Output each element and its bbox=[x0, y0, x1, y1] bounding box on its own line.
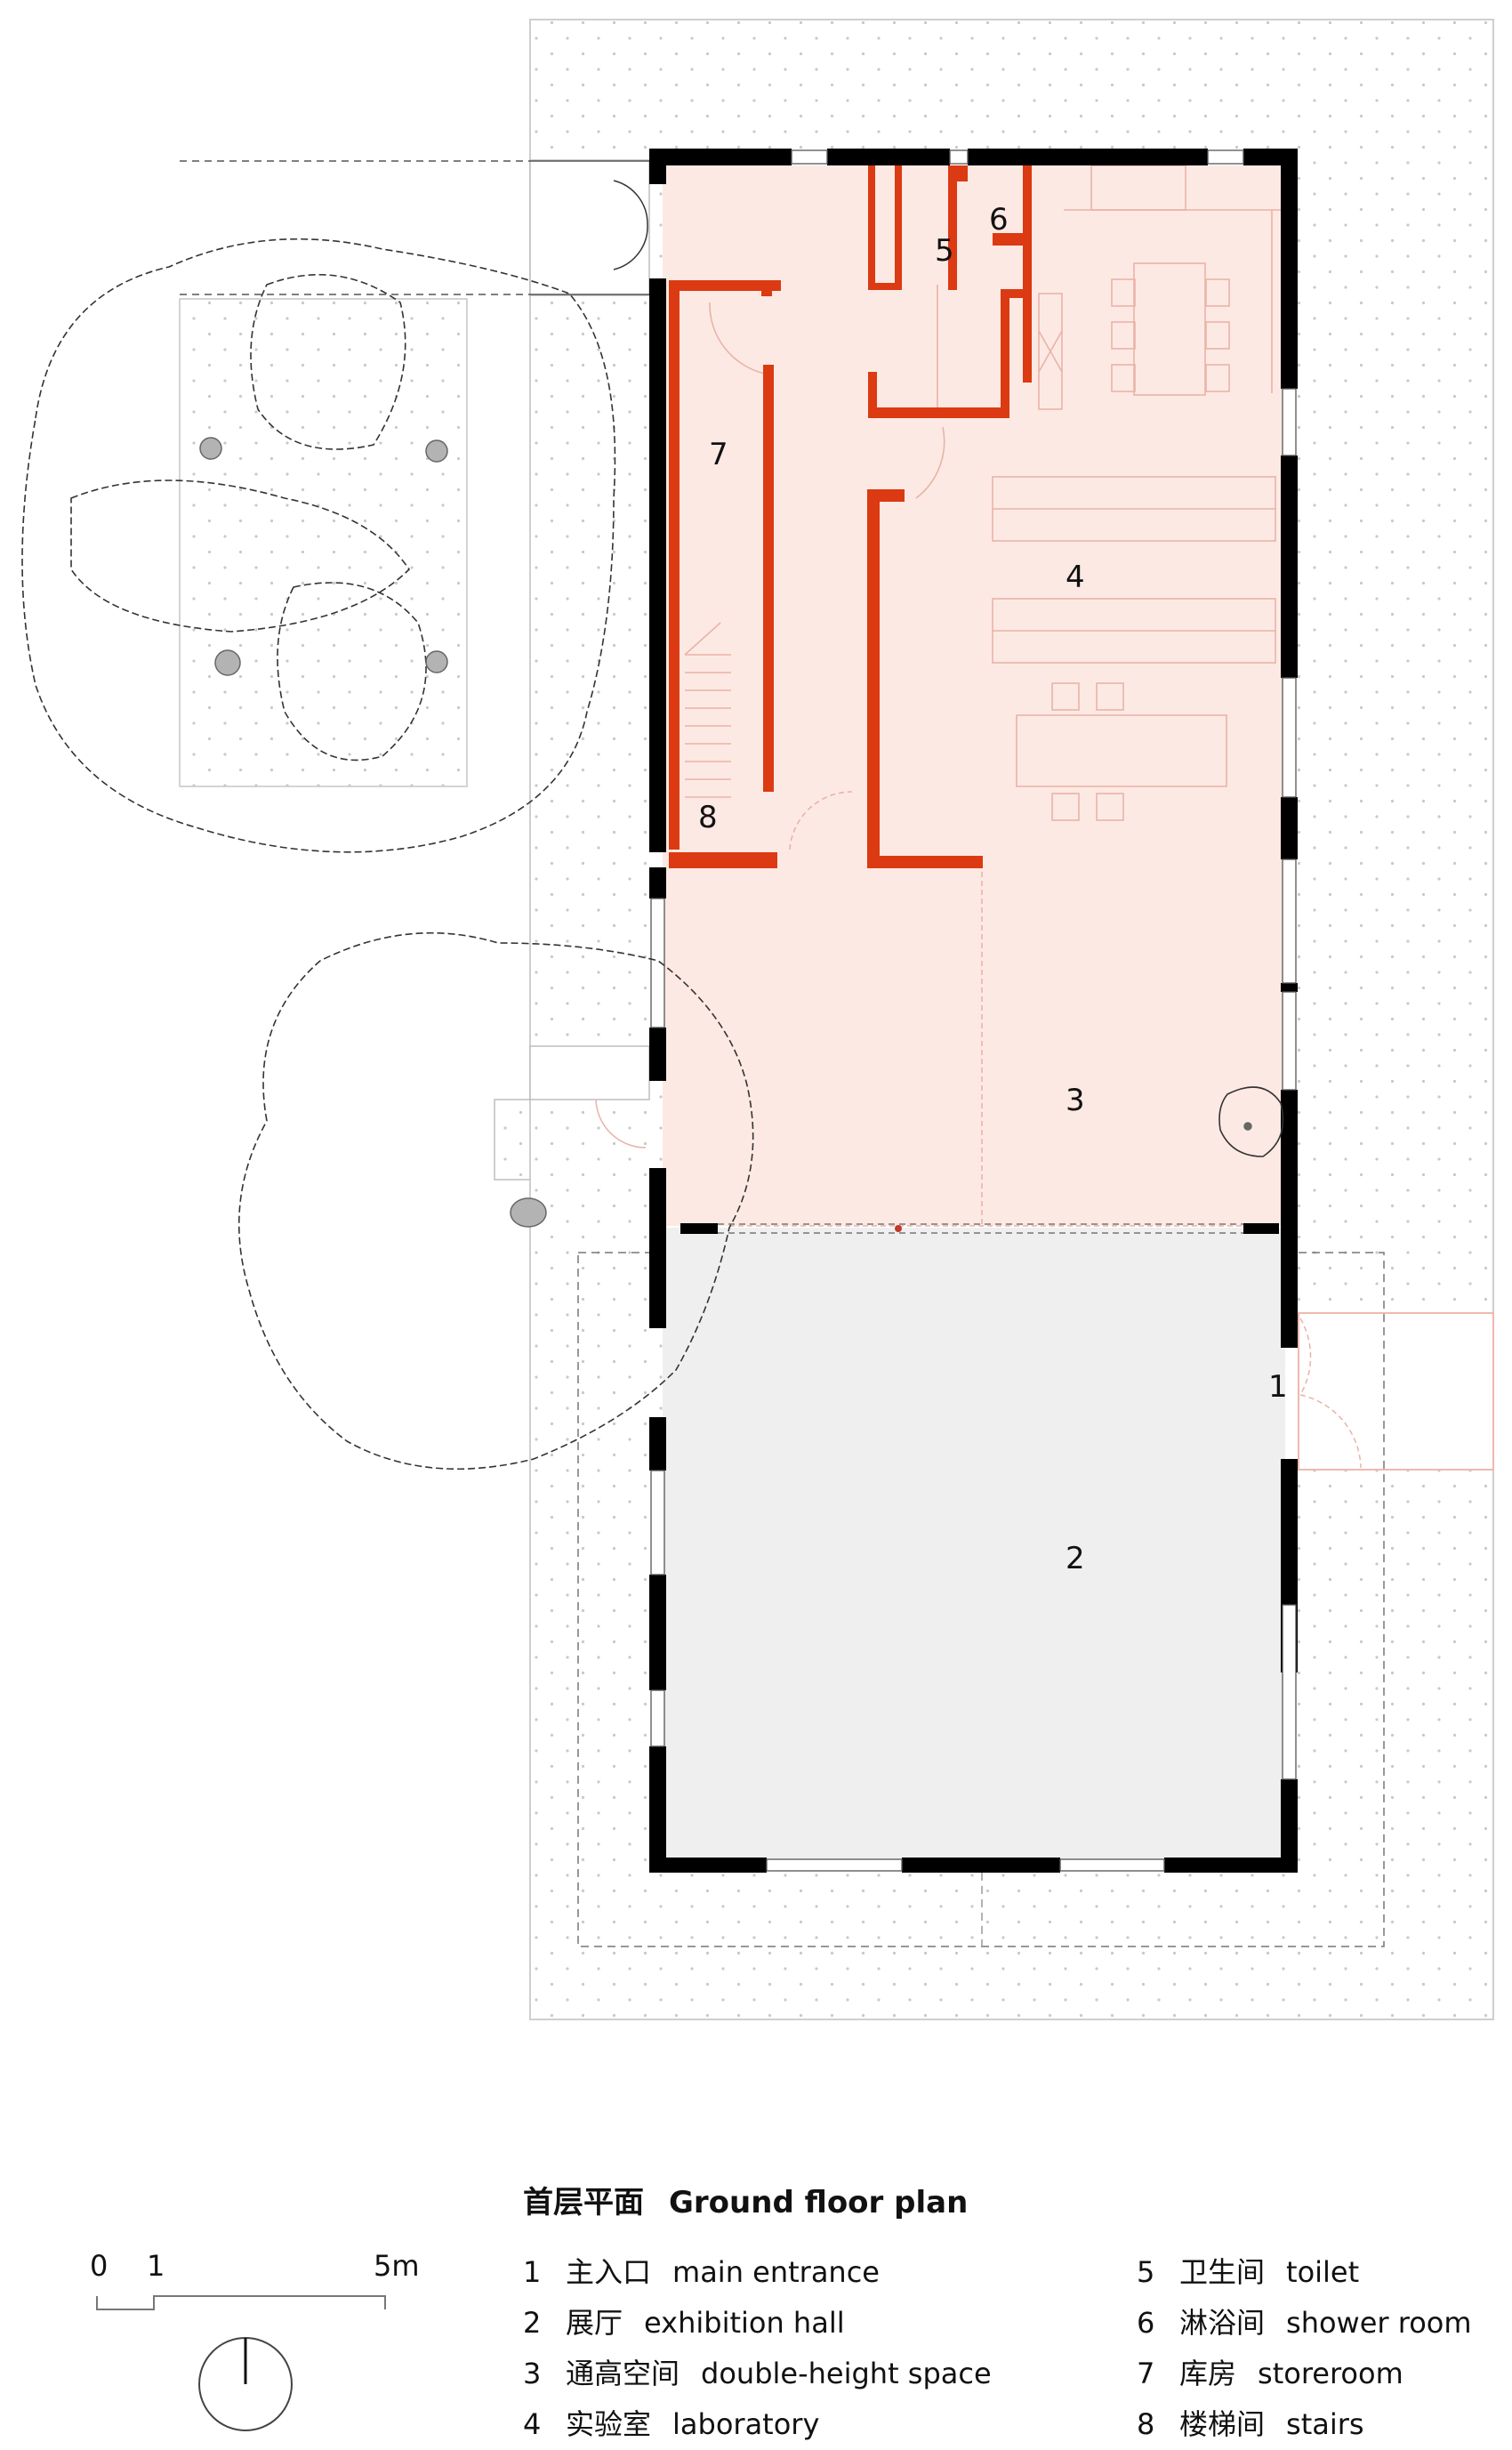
scale-bar: 0 1 5m bbox=[84, 2249, 458, 2436]
floor-fills bbox=[663, 165, 1285, 1859]
title-en: Ground floor plan bbox=[669, 2185, 969, 2220]
scale-tick-1: 1 bbox=[147, 2249, 165, 2283]
room-label-1: 1 bbox=[1268, 1369, 1288, 1405]
room-label-2: 2 bbox=[1066, 1541, 1085, 1576]
exterior-walls bbox=[649, 149, 1298, 1873]
scale-tick-0: 0 bbox=[90, 2249, 109, 2283]
room-label-5: 5 bbox=[935, 233, 954, 269]
tree-canopies bbox=[21, 238, 1284, 1470]
partition-marker bbox=[895, 1225, 902, 1232]
tree-trunks bbox=[199, 437, 1252, 1228]
north-arrow-icon bbox=[198, 2337, 293, 2431]
room-label-3: 3 bbox=[1066, 1083, 1085, 1118]
scale-bar-graphic bbox=[96, 2295, 386, 2431]
room-label-4: 4 bbox=[1066, 560, 1085, 595]
interior-walls bbox=[669, 165, 1032, 868]
entry-doors bbox=[595, 180, 1362, 1469]
windows bbox=[650, 149, 1297, 1872]
scale-tick-5m: 5m bbox=[374, 2249, 420, 2283]
room-label-7: 7 bbox=[709, 437, 728, 472]
glass-partition bbox=[718, 1223, 1243, 1234]
title-zh: 首层平面 bbox=[523, 2185, 644, 2220]
room-label-8: 8 bbox=[698, 800, 718, 835]
room-label-6: 6 bbox=[989, 202, 1009, 238]
legend-title: 首层平面 Ground floor plan bbox=[523, 2178, 1512, 2224]
